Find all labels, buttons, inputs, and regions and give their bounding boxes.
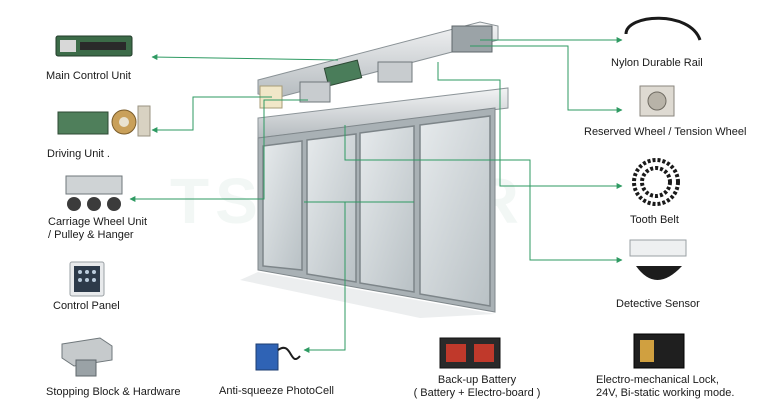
control-panel-image: [69, 261, 105, 297]
hanger-right: [377, 61, 413, 83]
label-control-panel: Control Panel: [53, 300, 120, 312]
label-reserved-wheel: Reserved Wheel / Tension Wheel: [584, 126, 747, 138]
label-tooth-belt: Tooth Belt: [630, 214, 679, 226]
operator-mechanism: [257, 21, 499, 109]
label-driving-unit: Driving Unit .: [47, 148, 110, 160]
label-carriage-wheel-line1: Carriage Wheel Unit: [48, 216, 148, 228]
label-main-control-unit: Main Control Unit: [46, 70, 131, 82]
reserved-wheel-image: [639, 85, 675, 117]
leader-photocell-drop: [303, 202, 346, 353]
glass-panel-right-sliding: [359, 125, 415, 293]
label-electro-lock: Electro-mechanical Lock, 24V, Bi-static …: [596, 374, 734, 400]
label-carriage-wheel: Carriage Wheel Unit / Pulley & Hanger: [48, 216, 147, 242]
carriage-wheel-image: [65, 175, 123, 211]
tooth-belt-image: [632, 158, 680, 206]
leader-driving-unit: [151, 96, 272, 133]
main-control-unit-image: [55, 35, 133, 57]
electro-lock-image: [633, 333, 685, 369]
leader-carriage-wheel: [129, 99, 308, 202]
door-header-rail: [257, 87, 509, 139]
glass-panel-right-fixed: [419, 115, 491, 307]
glass-panel-left-fixed: [262, 140, 303, 271]
label-backup-battery: Back-up Battery ( Battery + Electro-boar…: [406, 374, 548, 400]
label-electro-lock-line1: Electro-mechanical Lock,: [596, 374, 719, 386]
detective-sensor-image: [629, 239, 687, 280]
photocell-image: [255, 343, 301, 371]
leader-reserved-wheel: [470, 45, 623, 113]
glass-panel-left-sliding: [306, 133, 357, 283]
backup-battery-image: [439, 337, 501, 369]
label-stopping-block: Stopping Block & Hardware: [46, 386, 181, 398]
belt-pulley-box: [451, 25, 493, 53]
label-electro-lock-line2: 24V, Bi-static working mode.: [596, 387, 735, 399]
label-anti-squeeze: Anti-squeeze PhotoCell: [219, 385, 334, 397]
hanger-left: [299, 81, 331, 103]
sliding-door-assembly: [240, 87, 509, 318]
label-nylon-rail: Nylon Durable Rail: [611, 57, 703, 69]
label-detective-sensor: Detective Sensor: [616, 298, 700, 310]
control-board: [323, 59, 363, 87]
label-carriage-wheel-line2: / Pulley & Hanger: [48, 229, 134, 241]
leader-lines: [129, 37, 623, 353]
door-floor-shadow: [240, 272, 495, 318]
stopping-block-image: [61, 337, 113, 377]
leader-tooth-belt: [437, 62, 623, 189]
driving-unit-image: [57, 105, 151, 137]
label-backup-battery-line2: ( Battery + Electro-board ): [413, 387, 541, 399]
nylon-rail-image: [624, 16, 702, 41]
leader-main-control: [151, 54, 339, 61]
label-backup-battery-line1: Back-up Battery: [437, 374, 517, 386]
leader-detective-sensor: [344, 125, 623, 263]
